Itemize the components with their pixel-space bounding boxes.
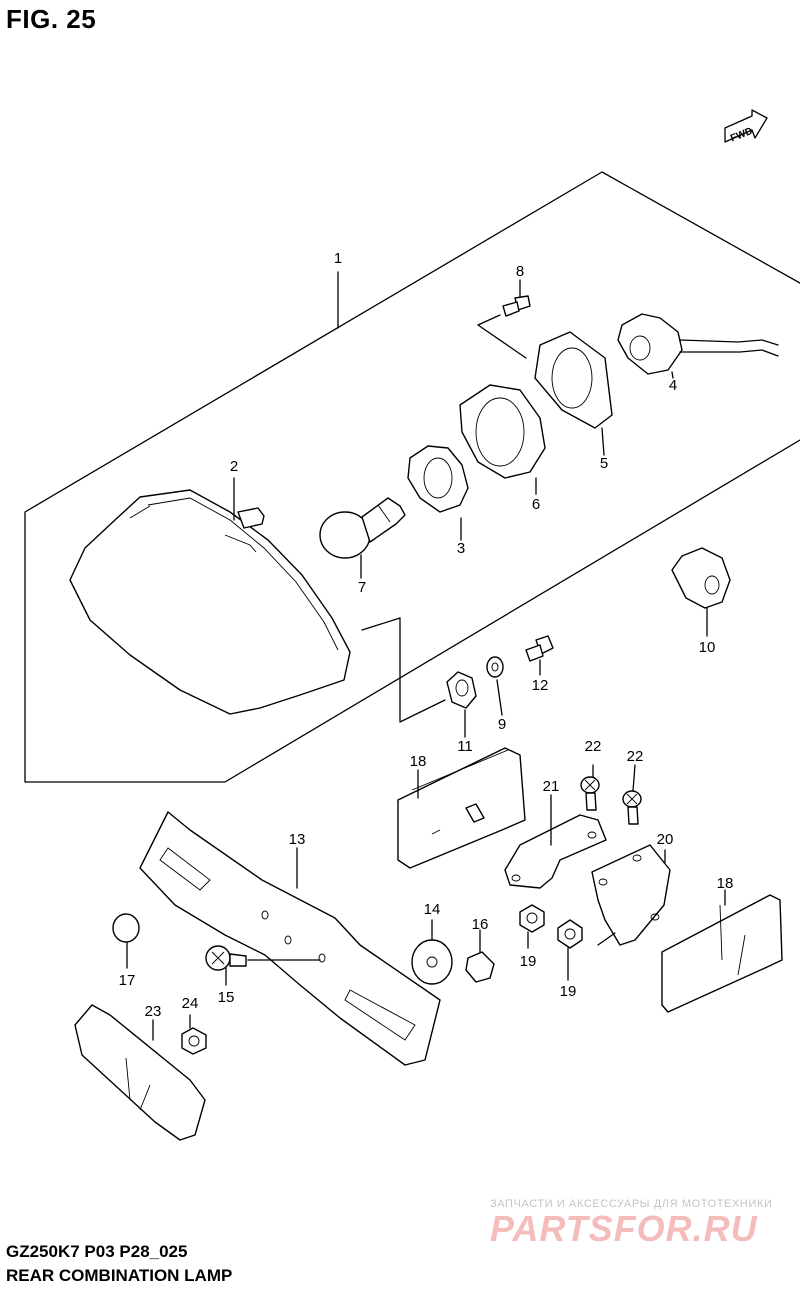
- callout-3: 3: [457, 540, 465, 557]
- fwd-label: FWD: [729, 126, 754, 145]
- callout-8: 8: [516, 263, 524, 280]
- watermark-subtitle: ЗАПЧАСТИ И АКСЕССУАРЫ ДЛЯ МОТОТЕХНИКИ: [490, 1198, 773, 1210]
- callout-12: 12: [532, 677, 549, 694]
- part-7-bulb: [319, 497, 406, 559]
- part-19-nut-right: [557, 919, 583, 949]
- callout-14: 14: [424, 901, 441, 918]
- forward-arrow-icon: FWD: [724, 109, 768, 145]
- part-6-ring: [459, 384, 546, 479]
- callout-23: 23: [145, 1003, 162, 1020]
- callout-labels: 1 2 3 4 5 6 7 8 9 10 11 12 13 14 15 16 1…: [119, 250, 734, 1020]
- callout-5: 5: [600, 455, 608, 472]
- callout-11: 11: [457, 738, 473, 755]
- assembly-outline: [24, 171, 800, 783]
- part-11-cushion: [446, 671, 477, 709]
- callout-1: 1: [334, 250, 342, 267]
- part-3-socket-plate: [407, 445, 469, 513]
- callout-4: 4: [669, 377, 677, 394]
- part-20-bracket: [591, 844, 671, 946]
- part-14-grommet: [411, 939, 453, 985]
- callout-18-left: 18: [410, 753, 427, 770]
- part-22-screw-right: [622, 790, 642, 825]
- part-13-license-bracket: [139, 811, 441, 1066]
- part-5-plate: [534, 331, 613, 429]
- part-2-lamp-lens: [69, 489, 351, 715]
- callout-2: 2: [230, 458, 238, 475]
- callout-18-right: 18: [717, 875, 734, 892]
- part-17-cap: [112, 913, 140, 943]
- section-name: REAR COMBINATION LAMP: [6, 1266, 233, 1285]
- part-12-bolt: [525, 635, 554, 662]
- part-22-screw-left: [580, 776, 600, 811]
- watermark-brand: PARTSFOR.RU: [490, 1208, 758, 1249]
- part-8-screw: [502, 295, 531, 317]
- part-16-cap: [465, 951, 495, 983]
- callout-19-right: 19: [560, 983, 577, 1000]
- callout-16: 16: [472, 916, 489, 933]
- callout-20: 20: [657, 831, 674, 848]
- part-21-bracket: [504, 814, 607, 889]
- callout-15: 15: [218, 989, 235, 1006]
- callout-9: 9: [498, 716, 506, 733]
- callout-13: 13: [289, 831, 306, 848]
- callout-19-left: 19: [520, 953, 537, 970]
- callout-6: 6: [532, 496, 540, 513]
- callout-10: 10: [699, 639, 716, 656]
- part-18-reflector-right: [661, 894, 783, 1013]
- part-10-grommet: [671, 547, 731, 609]
- part-18-reflector-left: [397, 747, 526, 869]
- callout-21: 21: [543, 778, 560, 795]
- part-23-license-lamp: [74, 1004, 206, 1141]
- model-code: GZ250K7 P03 P28_025: [6, 1242, 188, 1261]
- part-4-socket: [617, 313, 779, 375]
- figure-title: FIG. 25: [6, 4, 97, 34]
- callout-22-left: 22: [585, 738, 602, 755]
- part-19-nut-left: [519, 904, 545, 933]
- leader-lines: [126, 271, 726, 1041]
- part-15-screw: [205, 945, 247, 971]
- part-24-nut: [181, 1027, 207, 1055]
- callout-22-right: 22: [627, 748, 644, 765]
- callout-17: 17: [119, 972, 136, 989]
- part-9-washer: [486, 656, 504, 678]
- callout-7: 7: [358, 579, 366, 596]
- callout-24: 24: [182, 995, 199, 1012]
